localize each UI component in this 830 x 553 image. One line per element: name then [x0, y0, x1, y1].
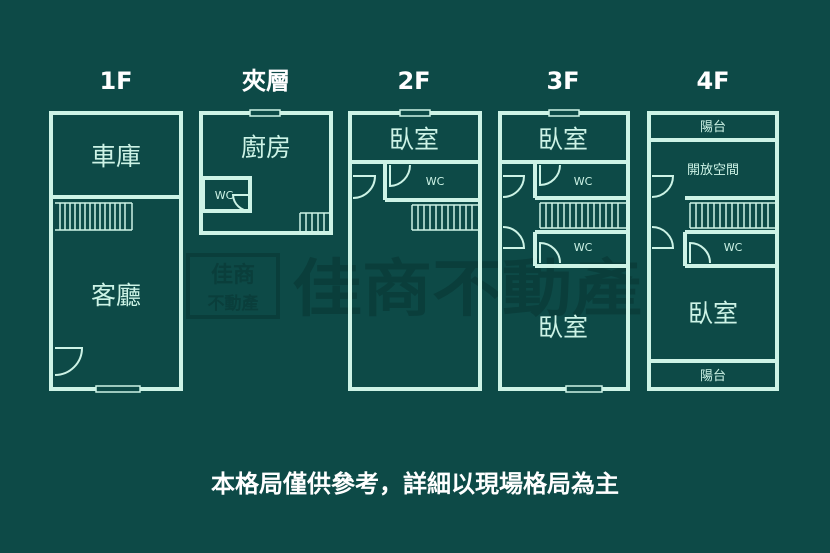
floor-mezzanine: 夾層 WC 廚房: [199, 67, 333, 235]
mezz-kitchen-label: 廚房: [241, 133, 291, 162]
2f-outline: [348, 111, 482, 391]
watermark-logo-top: 佳商: [211, 262, 255, 288]
mezz-window: [249, 109, 281, 117]
watermark-logo-box: [186, 253, 280, 319]
4f-outline: [647, 111, 779, 391]
3f-wc-top-label: WC: [574, 175, 593, 188]
4f-balcony-bottom-label: 陽台: [700, 369, 726, 384]
1f-garage-label: 車庫: [91, 142, 141, 171]
floor-title-1f: 1F: [99, 67, 132, 95]
floor-title-mezzanine: 夾層: [242, 67, 290, 95]
3f-door-upper: [502, 175, 526, 198]
4f-door-lower: [651, 226, 675, 249]
mezz-stairs: [299, 212, 330, 233]
2f-door-left: [352, 175, 377, 199]
mezz-wc-door: [231, 194, 251, 213]
2f-wc-door: [389, 164, 412, 188]
floor-1f: 1F 車庫 客廳: [49, 67, 183, 393]
floor-title-3f: 3F: [546, 67, 579, 95]
watermark-text: 佳商不動產: [292, 252, 642, 325]
watermark-logo-bottom: 不動產: [208, 293, 259, 314]
3f-outline: [498, 111, 630, 391]
4f-wc-door: [689, 241, 711, 264]
floor-title-2f: 2F: [397, 67, 430, 95]
floor-title-4f: 4F: [696, 67, 729, 95]
floor-4f: 4F 陽台 開放空間 WC 臥室 陽台: [647, 67, 779, 391]
3f-bedroom-top-label: 臥室: [538, 125, 588, 154]
4f-wc-label: WC: [724, 241, 743, 254]
3f-bedroom-bottom-label: 臥室: [538, 313, 588, 342]
floor-2f: 2F WC 臥室: [348, 67, 482, 391]
3f-wc-bottom-label: WC: [574, 241, 593, 254]
2f-stairs: [411, 204, 478, 231]
1f-entry-door: [54, 347, 84, 376]
1f-window: [95, 385, 141, 393]
4f-bedroom-label: 臥室: [688, 299, 738, 328]
3f-wc-top-door: [539, 164, 561, 187]
floor-3f: 3F WC WC 臥室 臥室: [498, 67, 630, 393]
2f-window: [399, 109, 431, 117]
3f-stairs: [539, 202, 626, 229]
1f-living-label: 客廳: [91, 281, 141, 310]
2f-bedroom-label: 臥室: [389, 125, 439, 154]
4f-balcony-top-label: 陽台: [700, 120, 726, 135]
4f-stairs: [689, 202, 775, 229]
3f-window-top: [548, 109, 580, 117]
mezz-wc-label: WC: [215, 189, 234, 202]
4f-door-upper: [651, 175, 675, 198]
4f-open-space-label: 開放空間: [687, 163, 739, 178]
3f-door-lower: [502, 226, 526, 249]
3f-window-bottom: [565, 385, 603, 393]
3f-wc-bottom-door: [539, 241, 561, 264]
disclaimer-text: 本格局僅供參考，詳細以現場格局為主: [211, 470, 619, 498]
1f-stairs: [55, 202, 133, 231]
2f-wc-label: WC: [426, 175, 445, 188]
